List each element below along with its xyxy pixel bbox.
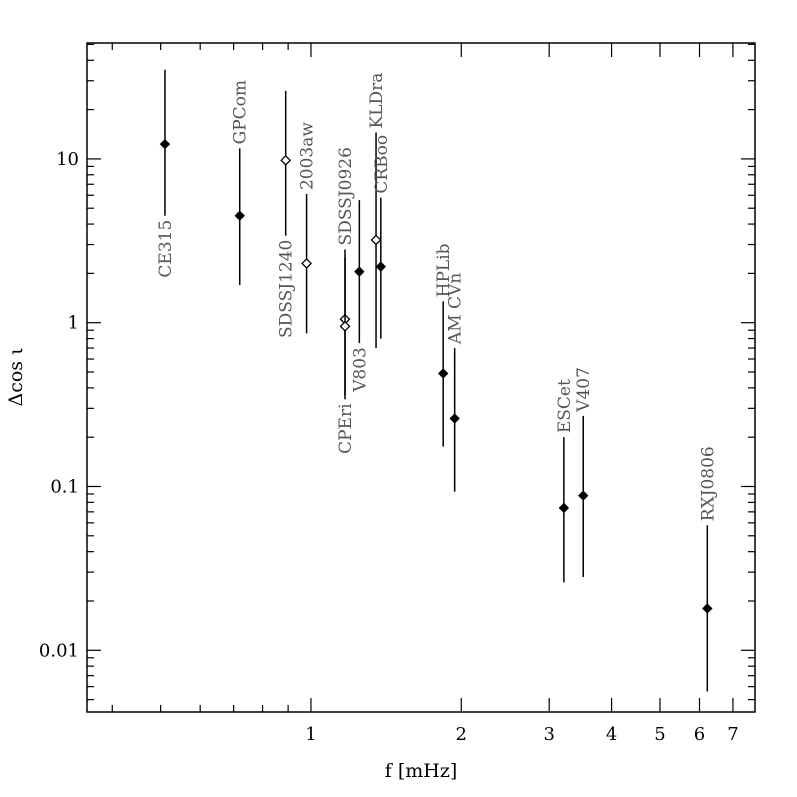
x-tick-label: 6 [694,724,705,745]
point-label: HPLib [434,243,454,297]
y-tick-label: 10 [56,149,79,170]
axis-ticks: 1 2 3 4 5 6 7 0.01 0.1 1 10 [39,43,755,745]
y-tick-label: 0.1 [50,476,79,497]
data-point-filled [702,603,713,614]
data-point-open [301,258,313,269]
point-label: V803 [350,347,370,393]
data-point-filled [234,210,245,221]
plot-frame [86,42,756,713]
point-label: AM CVn [446,273,466,345]
data-point-filled [578,490,589,501]
point-label: ESCet [555,379,575,433]
point-label: GPCom [231,80,251,144]
point-label: SDSSJ0926 [336,147,356,245]
data-point-open [280,154,292,166]
x-tick-label: 4 [606,724,617,745]
point-label: KLDra [367,73,387,129]
data-point-filled [449,413,460,424]
data-point-open [370,234,382,246]
data-point-open [339,320,351,332]
x-tick-label: 5 [654,724,665,745]
point-label: SDSSJ1240 [277,240,297,338]
x-tick-label: 1 [305,724,316,745]
x-tick-label: 3 [543,724,554,745]
data-point-filled [375,261,387,272]
point-label: CE315 [156,220,176,278]
point-label: RXJ0806 [698,446,718,521]
data-point-filled [159,138,171,150]
point-label: CRBoo [372,135,392,194]
x-tick-label: 7 [727,724,738,745]
x-tick-label: 2 [456,724,467,745]
y-axis-label: Δcos ι [5,347,27,406]
point-label: 2003aw [298,122,318,190]
data-point-filled [558,502,570,514]
data-point-filled [437,368,449,379]
data-point-filled [354,266,365,277]
point-label: V407 [574,367,594,413]
y-tick-label: 1 [68,313,79,334]
data-series [159,69,713,692]
x-axis-label: f [mHz] [385,760,458,782]
y-tick-label: 0.01 [39,640,79,661]
point-label: CPEri [336,403,356,454]
